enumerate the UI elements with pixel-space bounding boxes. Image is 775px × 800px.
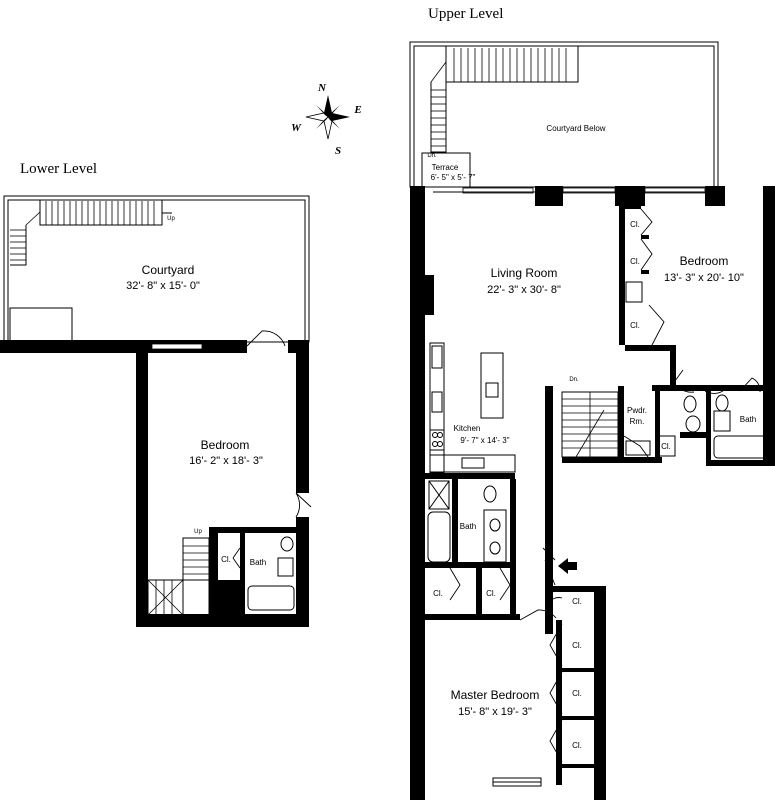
lower-closet-label: Cl. (221, 555, 231, 564)
upper-powder-closet-label: Cl. (661, 442, 671, 451)
lower-courtyard-planter (9, 307, 73, 343)
lower-bathtub (247, 585, 295, 611)
upper-terrace-dn-label: Dn. (427, 153, 437, 159)
upper-master-closet-1-label: Cl. (572, 641, 582, 650)
upper-master-closet-3-label: Cl. (572, 741, 582, 750)
upper-bedroom-closet-2-label: Cl. (630, 257, 640, 266)
upper-entry-closet-label: Cl. (572, 597, 582, 606)
lower-courtyard-wall (0, 340, 247, 353)
lower-bedroom-name: Bedroom (201, 438, 250, 452)
upper-bedroom-bathtub (713, 435, 772, 459)
lower-toilet (280, 536, 294, 552)
upper-powder-room-label-2: Rm. (630, 417, 645, 426)
upper-west-wall (410, 186, 425, 800)
compass-north: N (317, 82, 327, 94)
compass-south: S (335, 145, 341, 157)
upper-dn-label: Dn. (569, 377, 579, 383)
upper-terrace-dim: 6'- 5" x 5'- 7" (431, 173, 476, 182)
compass-rose-icon (305, 95, 350, 140)
upper-level-plan: Courtyard Below Dn. Terrace 6'- 5" x 5'-… (409, 41, 775, 800)
upper-hall-closet-2-label: Cl. (486, 589, 496, 598)
upper-bedroom-name: Bedroom (680, 254, 729, 268)
lower-up-label-courtyard: Up (167, 216, 175, 222)
upper-bedroom-closet-1-label: Cl. (630, 220, 640, 229)
lower-bedroom-dim: 16'- 2" x 18'- 3" (189, 455, 263, 467)
upper-middle-bath-label: Bath (460, 522, 476, 531)
lower-courtyard-dim: 32'- 8" x 15'- 0" (126, 280, 200, 292)
compass-west: W (291, 122, 302, 134)
upper-middle-bathtub (427, 511, 451, 563)
upper-hall-closet-1-label: Cl. (433, 589, 443, 598)
upper-bedroom-bath-label: Bath (740, 415, 756, 424)
lower-courtyard-name: Courtyard (142, 263, 195, 277)
upper-kitchen-dim: 9'- 7" x 14'- 3" (460, 436, 509, 445)
lower-bedroom-south-wall (136, 614, 309, 627)
upper-level-title: Upper Level (428, 6, 503, 22)
lower-up-label-stair: Up (194, 529, 202, 535)
upper-terrace-outline (421, 152, 471, 188)
upper-bedroom-closet-3-label: Cl. (630, 321, 640, 330)
upper-master-dim: 15'- 8" x 19'- 3" (458, 706, 532, 718)
lower-courtyard-stair (10, 200, 172, 266)
lower-courtyard-door (246, 330, 286, 347)
lower-bath-label: Bath (250, 558, 266, 567)
upper-living-name: Living Room (491, 266, 558, 280)
upper-master-closet-2-label: Cl. (572, 689, 582, 698)
lower-bedroom-stair (147, 537, 210, 616)
upper-master-east-wall (594, 586, 606, 800)
entry-arrow-icon (558, 558, 577, 574)
upper-bedroom-east-wall (763, 186, 775, 462)
lower-bedroom-west-wall (136, 353, 148, 627)
upper-courtyard-below-label: Courtyard Below (546, 124, 605, 133)
upper-powder-room-label: Pwdr. (627, 406, 647, 415)
upper-kitchen-island (480, 352, 504, 419)
lower-level-plan: Up Courtyard 32'- 8" x 15'- 0" Bedroom 1… (0, 195, 312, 627)
upper-terrace-name: Terrace (432, 163, 459, 172)
lower-level-title: Lower Level (20, 161, 97, 177)
upper-kitchen-name: Kitchen (454, 424, 481, 433)
compass-east: E (353, 104, 361, 116)
upper-master-name: Master Bedroom (451, 688, 540, 702)
lower-bedroom-east-wall (296, 353, 309, 493)
upper-bedroom-dim: 13'- 3" x 20'- 10" (664, 272, 744, 284)
upper-kitchen (429, 342, 516, 474)
upper-living-dim: 22'- 3" x 30'- 8" (487, 284, 561, 296)
upper-courtyard-stair (430, 46, 579, 153)
upper-living-window-1 (462, 187, 534, 194)
lower-sink (277, 557, 294, 577)
